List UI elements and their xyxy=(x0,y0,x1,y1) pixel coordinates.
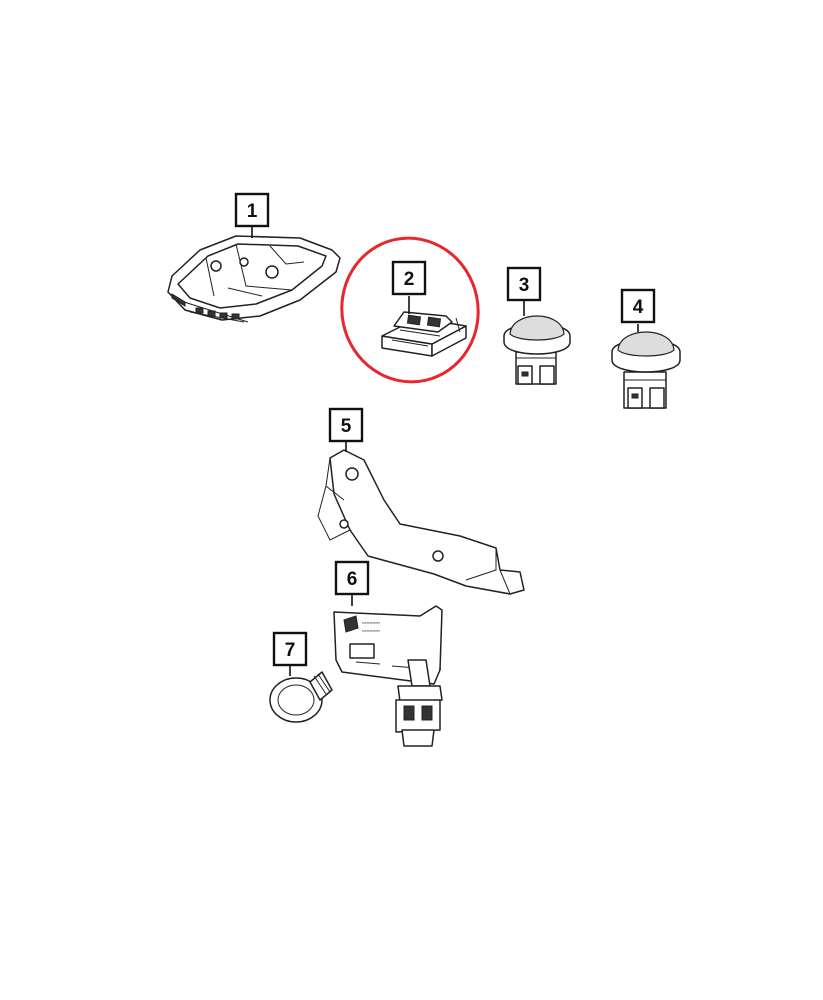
svg-text:2: 2 xyxy=(404,269,415,290)
callout-1: 1 xyxy=(234,192,270,228)
part-6-sensor-plate: ▭▭▭▭▭▭ ▭▭▭▭▭▭ xyxy=(333,605,443,747)
callout-4: 4 xyxy=(620,288,656,324)
callout-3: 3 xyxy=(506,266,542,302)
callout-7: 7 xyxy=(272,631,308,667)
part-1-overhead-console-housing xyxy=(167,235,341,323)
part-5-bracket xyxy=(317,449,525,595)
svg-text:3: 3 xyxy=(519,275,530,296)
callout-5: 5 xyxy=(328,407,364,443)
svg-text:5: 5 xyxy=(341,416,352,437)
svg-text:4: 4 xyxy=(633,297,644,318)
svg-text:7: 7 xyxy=(285,640,296,661)
leader-lines xyxy=(251,226,639,676)
highlight-circle xyxy=(340,236,480,384)
plate-label-line-2: ▭▭▭▭▭▭ xyxy=(362,628,380,634)
plate-label-line-1: ▭▭▭▭▭▭ xyxy=(362,620,380,626)
callout-2: 2 xyxy=(391,260,427,296)
part-3-round-switch xyxy=(503,315,571,385)
svg-text:1: 1 xyxy=(247,201,258,222)
svg-text:6: 6 xyxy=(347,569,358,590)
part-7-push-clip xyxy=(269,671,333,723)
callout-6: 6 xyxy=(334,560,370,596)
part-2-module xyxy=(381,311,467,357)
part-4-round-switch xyxy=(611,331,681,409)
